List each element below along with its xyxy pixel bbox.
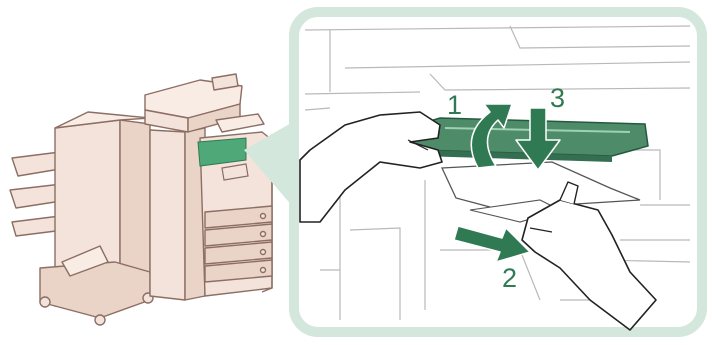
printer-with-finisher-icon — [10, 74, 272, 325]
step-1-label: 1 — [447, 90, 462, 120]
step-2-label: 2 — [502, 263, 517, 293]
step-3-label: 3 — [550, 83, 565, 113]
